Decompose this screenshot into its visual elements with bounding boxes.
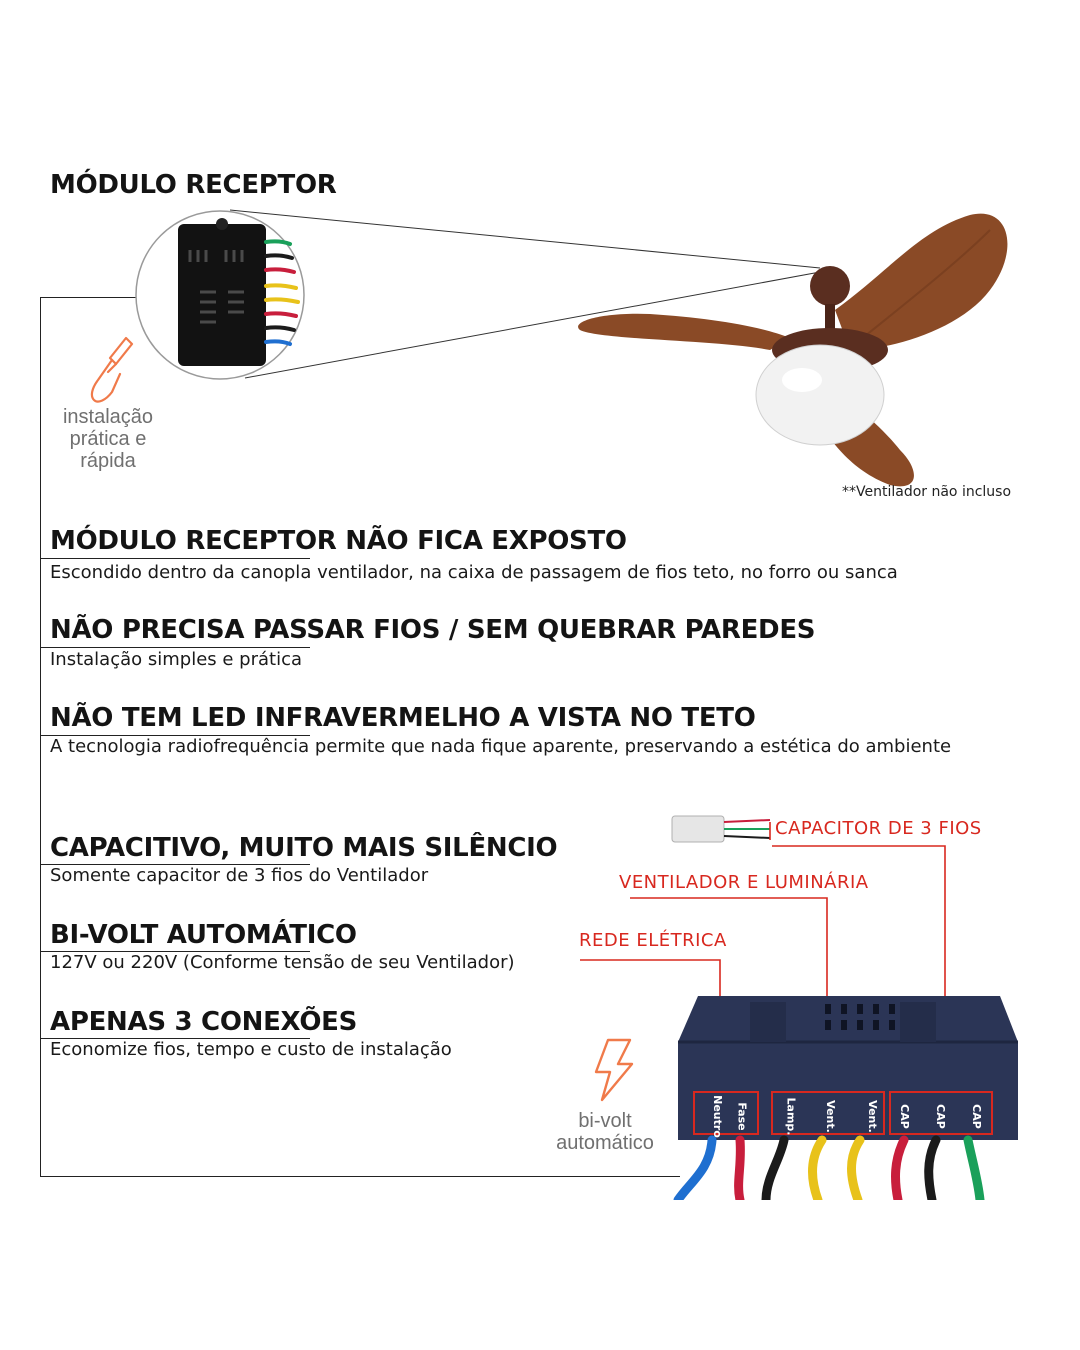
feature-underline (40, 951, 310, 952)
screwdriver-icon (90, 336, 134, 403)
feature-underline (40, 647, 310, 648)
fan-not-included-note: **Ventilador não incluso (842, 484, 1012, 500)
left-connector-line (40, 297, 41, 1177)
receiver-and-fan-illustration (135, 209, 1008, 487)
feature-title: CAPACITIVO, MUITO MAIS SILÊNCIO (50, 833, 558, 863)
terminal-label-cap: CAP (969, 1104, 983, 1129)
bottom-connector-line (40, 1176, 680, 1177)
terminal-label-vent: Vent. (865, 1100, 879, 1133)
feature-text: 127V ou 220V (Conforme tensão de seu Ven… (50, 952, 515, 973)
feature-text: Escondido dentro da canopla ventilador, … (50, 562, 898, 583)
feature-title: BI-VOLT AUTOMÁTICO (50, 920, 357, 950)
bivolt-caption: bi-volt automático (546, 1110, 664, 1154)
feature-text: A tecnologia radiofrequência permite que… (50, 736, 952, 757)
callout-mains: REDE ELÉTRICA (579, 930, 727, 951)
feature-underline (40, 864, 310, 865)
capacitor-image (671, 815, 771, 843)
terminal-label-neutro: Neutro (710, 1095, 724, 1138)
lightning-bolt-icon (594, 1038, 634, 1102)
install-caption-line: instalação (62, 406, 154, 428)
terminal-label-cap: CAP (933, 1104, 947, 1129)
control-module-body (673, 996, 1018, 1200)
feature-underline (40, 735, 310, 736)
terminal-label-vent: Vent. (823, 1100, 837, 1133)
feature-text: Instalação simples e prática (50, 649, 303, 670)
feature-title: APENAS 3 CONEXÕES (50, 1007, 358, 1037)
feature-title: MÓDULO RECEPTOR NÃO FICA EXPOSTO (50, 526, 627, 556)
bivolt-caption-line: bi-volt (578, 1110, 632, 1132)
control-module-illustration (580, 815, 1018, 1200)
bivolt-caption-line: automático (556, 1132, 654, 1154)
terminal-label-cap: CAP (897, 1104, 911, 1129)
top-connector-line (40, 297, 142, 298)
feature-text: Somente capacitor de 3 fios do Ventilado… (50, 865, 429, 886)
ceiling-fan-image (578, 213, 1008, 487)
feature-text: Economize fios, tempo e custo de instala… (50, 1039, 452, 1060)
feature-title: NÃO PRECISA PASSAR FIOS / SEM QUEBRAR PA… (50, 615, 816, 645)
terminal-label-lamp: Lamp. (784, 1097, 798, 1136)
callout-capacitor: CAPACITOR DE 3 FIOS (775, 818, 982, 839)
terminal-label-row: Neutro Fase Lamp. Vent. Vent. CAP CAP CA… (694, 1095, 994, 1138)
page-title: MÓDULO RECEPTOR (50, 170, 337, 200)
feature-underline (40, 558, 310, 559)
terminal-label-fase: Fase (735, 1102, 749, 1131)
feature-underline (40, 1038, 310, 1039)
receiver-module-zoom (135, 210, 305, 380)
install-caption: instalação prática e rápida (52, 406, 164, 472)
install-caption-line: prática e (69, 428, 147, 450)
install-caption-line: rápida (80, 450, 136, 472)
feature-title: NÃO TEM LED INFRAVERMELHO A VISTA NO TET… (50, 703, 756, 733)
callout-fan-light: VENTILADOR E LUMINÁRIA (619, 872, 869, 893)
